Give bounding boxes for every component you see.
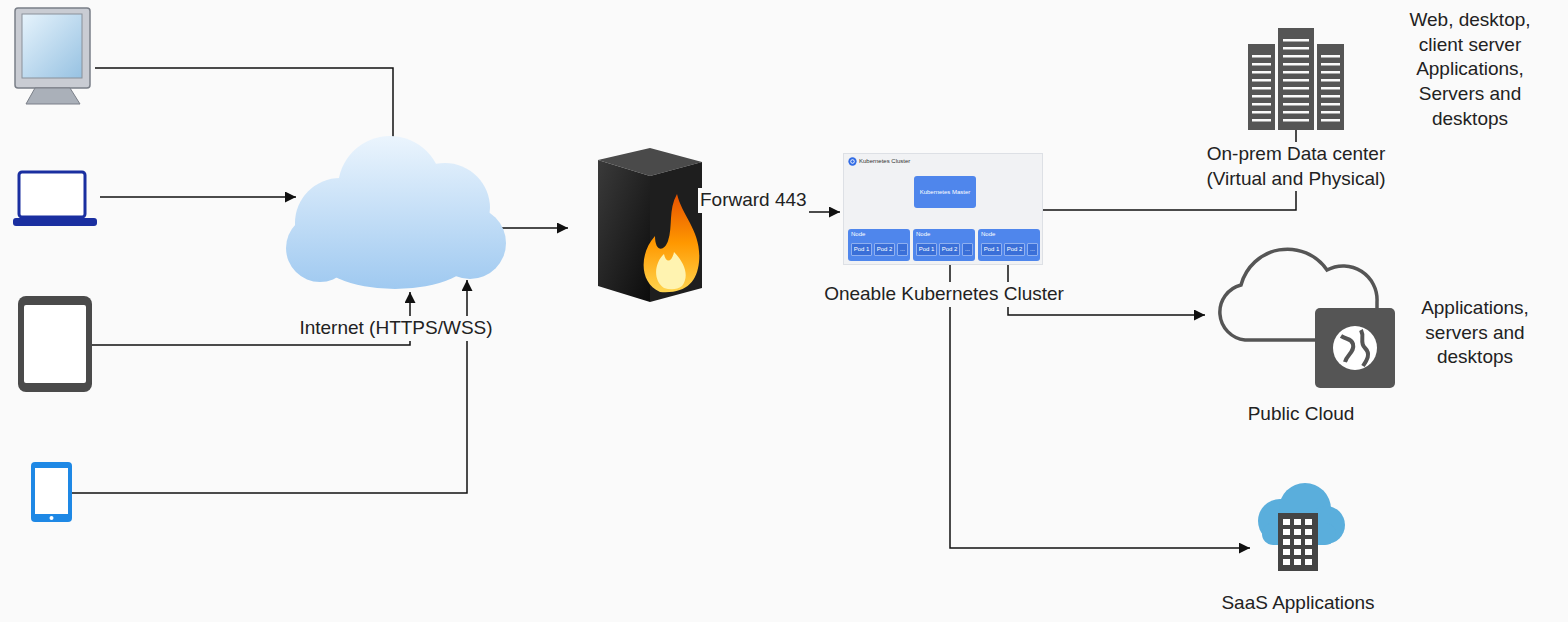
box-title: Node <box>981 231 995 238</box>
datacenter-node: On-prem Data center (Virtual and Physica… <box>1248 28 1344 130</box>
cloud-shape <box>280 118 512 293</box>
pod-box: Pod 1 <box>981 243 1002 256</box>
flow-label: Forward 443 <box>698 188 809 213</box>
public-cloud-node: Public CloudApplications, servers and de… <box>1205 240 1397 390</box>
node-label: Internet (HTTPS/WSS) <box>297 316 494 341</box>
pod-box: ... <box>1027 243 1038 256</box>
box-text: Pod 2 <box>877 246 893 253</box>
node-label: SaaS Applications <box>1219 591 1376 616</box>
node-label: Web, desktop, client server Applications… <box>1393 8 1547 131</box>
box-title: Kubernetes Cluster <box>859 158 910 165</box>
flow-arrows <box>72 68 840 493</box>
box-text: ... <box>965 246 970 253</box>
node-label: On-prem Data center (Virtual and Physica… <box>1178 142 1414 191</box>
box-title: Node <box>916 231 930 238</box>
pod-box: Pod 1 <box>851 243 872 256</box>
firewall-icon <box>598 148 702 302</box>
node-label: Public Cloud <box>1246 402 1357 427</box>
box-text: Kubernetes Master <box>920 189 971 196</box>
internet-cloud: Internet (HTTPS/WSS) <box>280 118 512 293</box>
kubernetes-logo <box>848 157 857 166</box>
desktop-icon <box>15 8 90 104</box>
box-text: Pod 2 <box>942 246 958 253</box>
pod-box: Pod 2 <box>874 243 895 256</box>
node-label: Oneable Kubernetes Cluster <box>822 282 1066 307</box>
pod-box: ... <box>962 243 973 256</box>
public-cloud-icon <box>1205 240 1397 390</box>
box-text: Pod 1 <box>854 246 870 253</box>
box-text: Pod 1 <box>919 246 935 253</box>
box-text: Pod 2 <box>1007 246 1023 253</box>
link-connector <box>950 265 1250 548</box>
datacenter-icon <box>1248 28 1344 130</box>
pod-box: ... <box>897 243 908 256</box>
saas-icon <box>1250 483 1346 571</box>
pod-box: Pod 1 <box>916 243 937 256</box>
pod-box: Pod 2 <box>1004 243 1025 256</box>
box-text: ... <box>1030 246 1035 253</box>
saas-node: SaaS Applications <box>1250 483 1346 571</box>
laptop-icon <box>13 172 97 226</box>
pod-box: Pod 2 <box>939 243 960 256</box>
phone-icon <box>31 462 72 522</box>
master-box: Kubernetes Master <box>914 176 976 208</box>
worker-node: NodePod 1 Pod 2... <box>913 229 975 261</box>
worker-node: NodePod 1 Pod 2... <box>978 229 1040 261</box>
node-label: Applications, servers and desktops <box>1413 296 1537 370</box>
worker-node: NodePod 1 Pod 2... <box>848 229 910 261</box>
box-text: Pod 1 <box>984 246 1000 253</box>
kubernetes-cluster: Kubernetes ClusterOneable Kubernetes Clu… <box>843 153 1043 265</box>
tablet-icon <box>18 296 92 392</box>
box-text: ... <box>900 246 905 253</box>
box-title: Node <box>851 231 865 238</box>
